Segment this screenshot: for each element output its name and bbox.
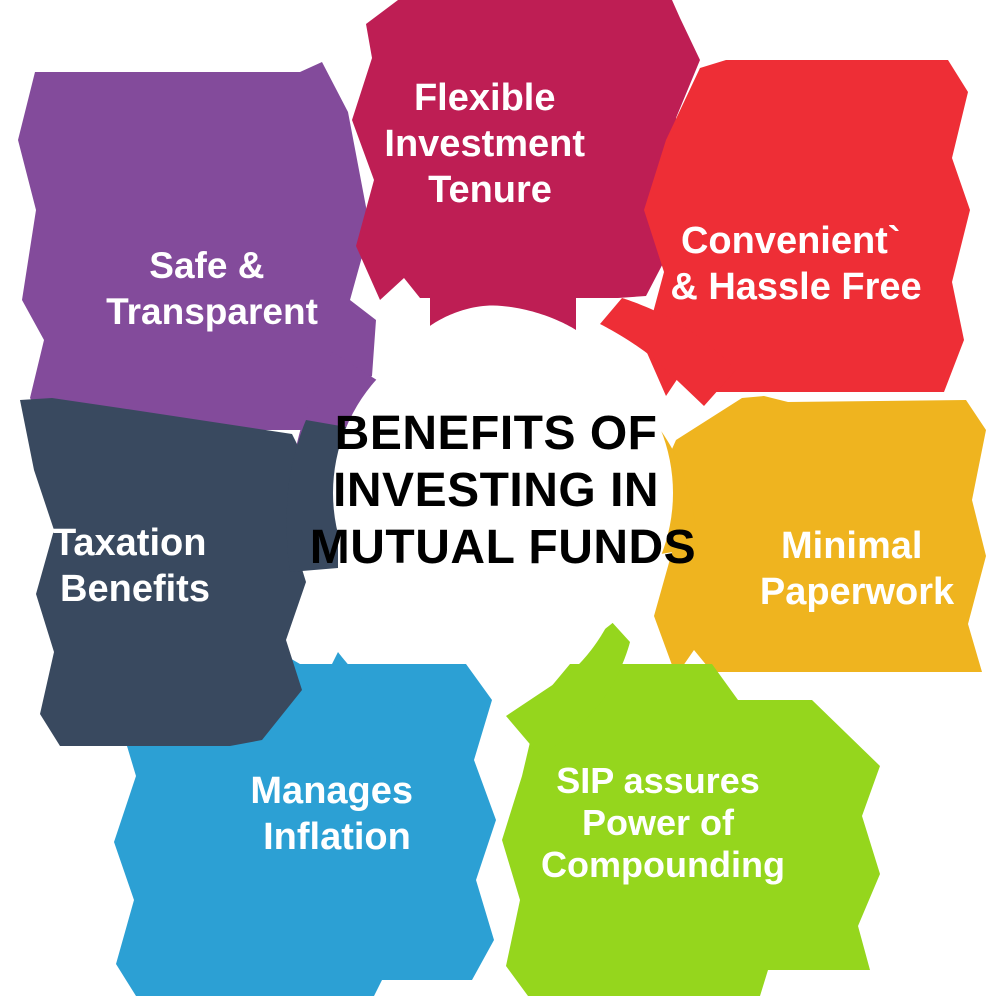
segment-label-convenient-hassle-free: Convenient` & Hassle Free xyxy=(670,220,921,308)
segment-label-sip-power-of-compounding: SIP assures Power of Compounding xyxy=(541,760,785,885)
segment-sip-power-of-compounding[interactable]: SIP assures Power of Compounding xyxy=(502,620,880,996)
segment-pointer-convenient-hassle-free xyxy=(600,298,736,406)
center-title-group: BENEFITS OF INVESTING IN MUTUAL FUNDS xyxy=(310,407,696,574)
segment-convenient-hassle-free[interactable]: Convenient` & Hassle Free xyxy=(600,60,970,406)
segment-body-flexible-investment-tenure xyxy=(352,0,700,300)
segment-taxation-benefits[interactable]: Taxation Benefits xyxy=(20,398,352,746)
segment-body-convenient-hassle-free xyxy=(644,60,970,396)
segment-flexible-investment-tenure[interactable]: Flexible Investment Tenure xyxy=(352,0,700,330)
segment-pointer-manages-inflation xyxy=(306,652,462,788)
segment-label-safe-transparent: Safe & Transparent xyxy=(106,245,318,332)
segment-pointer-taxation-benefits xyxy=(286,420,352,572)
center-disc xyxy=(333,323,673,663)
segment-pointer-sip-power-of-compounding xyxy=(506,620,630,756)
center-title: BENEFITS OF INVESTING IN MUTUAL FUNDS xyxy=(310,407,696,574)
segment-label-flexible-investment-tenure: Flexible Investment Tenure xyxy=(384,77,595,211)
segment-label-taxation-benefits: Taxation Benefits xyxy=(53,522,217,610)
segment-label-minimal-paperwork: Minimal Paperwork xyxy=(760,525,955,613)
segment-body-minimal-paperwork xyxy=(652,396,986,676)
segment-body-sip-power-of-compounding xyxy=(502,664,880,996)
segment-pointer-flexible-investment-tenure xyxy=(430,290,576,330)
segment-body-safe-transparent xyxy=(18,62,376,430)
segment-body-taxation-benefits xyxy=(20,398,308,746)
segment-label-manages-inflation: Manages Inflation xyxy=(250,770,423,858)
